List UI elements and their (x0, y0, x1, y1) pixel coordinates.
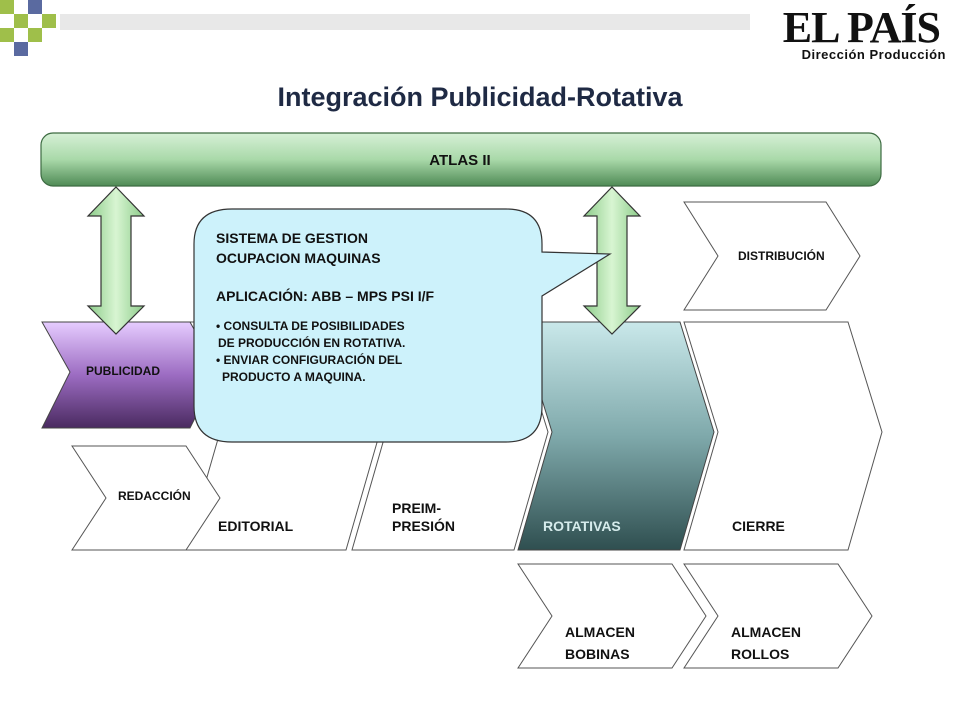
publicidad-chevron (41, 321, 219, 429)
cierre-chevron (683, 321, 883, 551)
preimpresion-label-1: PREIM- (392, 500, 441, 516)
callout-bullet-2b: PRODUCTO A MAQUINA. (222, 370, 366, 384)
callout-bullet-2a: • ENVIAR CONFIGURACIÓN DEL (216, 353, 403, 367)
distribucion-label: DISTRIBUCIÓN (738, 249, 825, 263)
rotativas-chevron (517, 321, 715, 551)
page-title: Integración Publicidad-Rotativa (277, 82, 683, 112)
corner-squares-decoration (0, 0, 56, 56)
callout-line-2: OCUPACION MAQUINAS (216, 250, 381, 266)
callout-application: APLICACIÓN: ABB – MPS PSI I/F (216, 288, 435, 304)
logo-subtitle: Dirección Producción (801, 47, 946, 62)
publicidad-label: PUBLICIDAD (86, 364, 160, 378)
atlas-bar (40, 132, 882, 187)
cierre-label: CIERRE (732, 518, 785, 534)
atlas-label: ATLAS II (429, 152, 491, 169)
callout-bubble (193, 208, 613, 443)
redaccion-chevron (71, 445, 221, 551)
editorial-label: EDITORIAL (218, 518, 294, 534)
callout-bullet-1a: • CONSULTA DE POSIBILIDADES (216, 319, 405, 333)
almacen-bobinas-label-2: BOBINAS (565, 646, 630, 662)
almacen-bobinas-chevron (517, 563, 707, 669)
rotativas-label: ROTATIVAS (543, 518, 621, 534)
callout-bullet-1b: DE PRODUCCIÓN EN ROTATIVA. (218, 336, 406, 350)
double-arrow-publicidad (86, 186, 146, 335)
almacen-rollos-label-1: ALMACEN (731, 624, 801, 640)
distribucion-chevron (683, 201, 861, 311)
header-band (60, 14, 750, 30)
redaccion-label: REDACCIÓN (118, 489, 191, 503)
preimpresion-label-2: PRESIÓN (392, 518, 456, 534)
el-pais-logo: EL PAÍS (782, 3, 941, 52)
callout-line-1: SISTEMA DE GESTION (216, 230, 368, 246)
almacen-bobinas-label-1: ALMACEN (565, 624, 635, 640)
double-arrow-rotativas (582, 186, 642, 335)
almacen-rollos-chevron (683, 563, 873, 669)
callout-text: SISTEMA DE GESTION OCUPACION MAQUINAS AP… (216, 228, 434, 386)
almacen-rollos-label-2: ROLLOS (731, 646, 790, 662)
